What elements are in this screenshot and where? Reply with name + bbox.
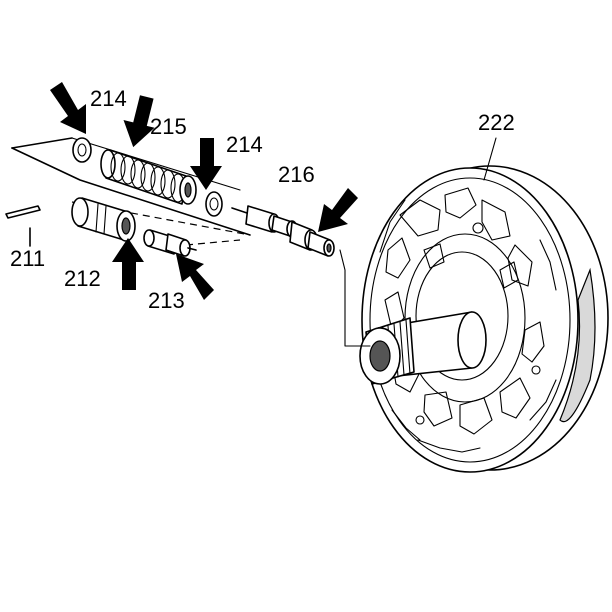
part-214-retainer-left bbox=[72, 137, 92, 163]
arrow-icon bbox=[123, 95, 155, 148]
arrow-icon bbox=[50, 82, 86, 134]
part-216-valve bbox=[231, 205, 335, 257]
arrow-icon bbox=[190, 138, 222, 190]
part-211-pin bbox=[5, 205, 41, 247]
indicator-arrows bbox=[50, 82, 358, 300]
label-214-left: 214 bbox=[90, 86, 127, 111]
label-211: 211 bbox=[10, 246, 45, 271]
part-213-valve bbox=[143, 229, 197, 257]
label-216: 216 bbox=[278, 162, 315, 187]
label-212: 212 bbox=[64, 266, 101, 291]
part-212-sleeve bbox=[71, 197, 136, 242]
stator-shaft bbox=[359, 311, 487, 385]
arrow-icon bbox=[176, 254, 214, 300]
label-215: 215 bbox=[150, 114, 187, 139]
part-214-retainer-right bbox=[205, 191, 223, 217]
arrow-icon bbox=[318, 188, 358, 232]
pump-body-222 bbox=[361, 165, 609, 473]
part-215-spring bbox=[100, 149, 197, 205]
label-214-right: 214 bbox=[226, 132, 263, 157]
label-leaders bbox=[483, 137, 497, 181]
label-213: 213 bbox=[148, 288, 185, 313]
arrow-icon bbox=[112, 238, 144, 290]
label-222: 222 bbox=[478, 110, 515, 135]
